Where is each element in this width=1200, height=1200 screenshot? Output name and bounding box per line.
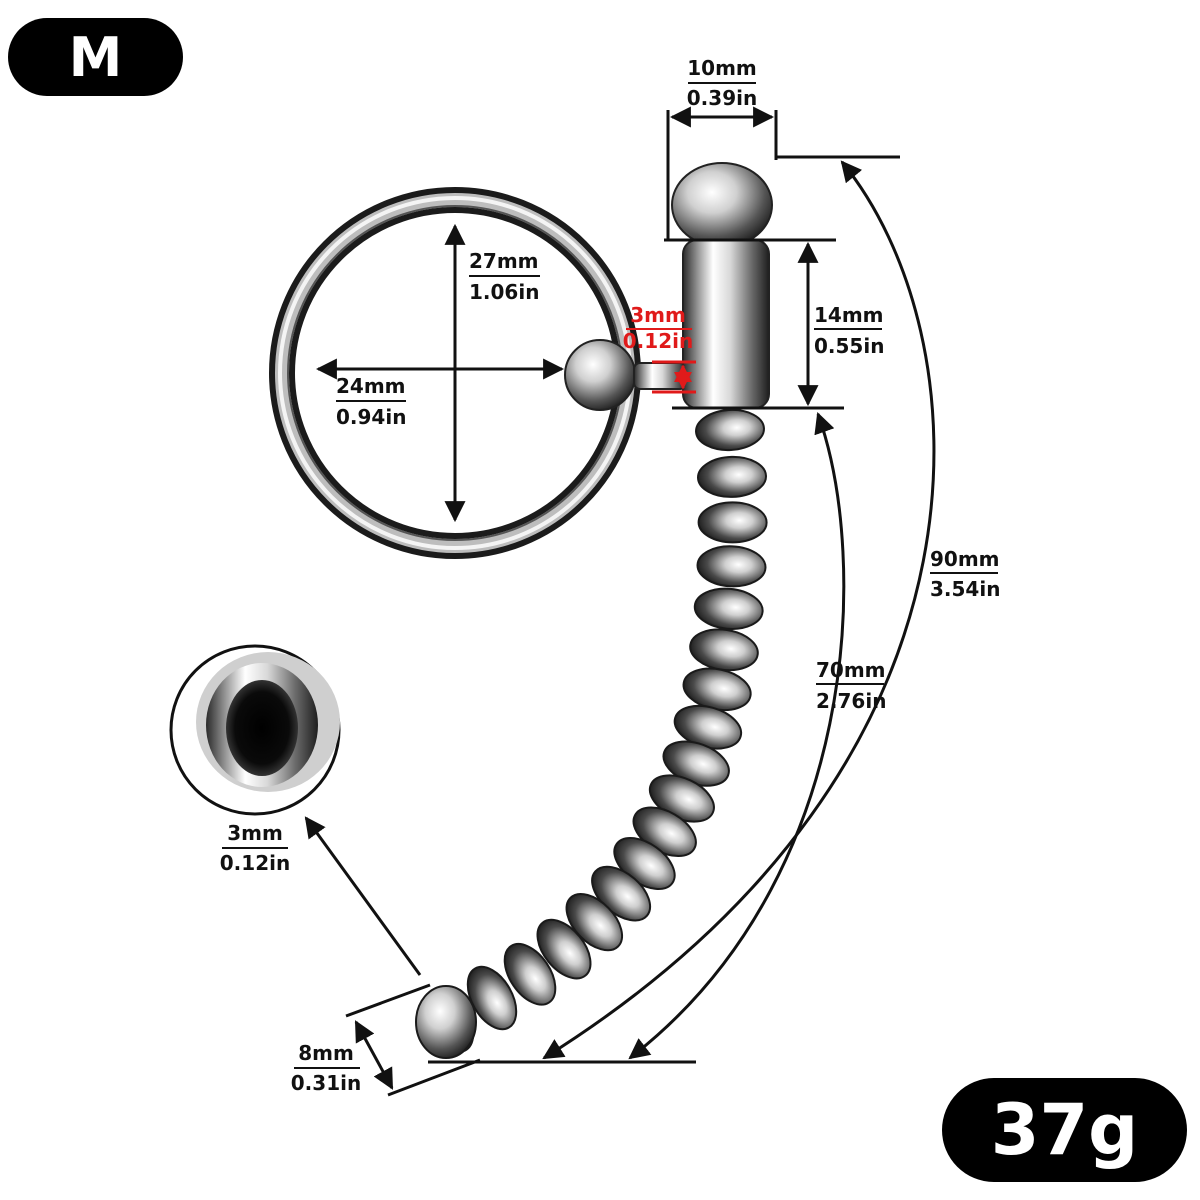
dim-connector: 3mm 0.12in [623,303,693,353]
end-diameter-in: 0.31in [291,1071,361,1095]
bead-length-in: 2.76in [816,689,886,713]
bead [696,545,767,588]
zoom-detail [169,644,341,816]
total-length-mm: 90mm [930,547,1000,571]
hole-diameter-mm: 3mm [227,821,283,845]
dim-hole-diameter: 3mm 0.12in [220,821,290,875]
bead [689,628,759,672]
bead [697,455,767,498]
dim-end-diameter: 8mm 0.31in [291,1041,361,1095]
dim-ring-width: 24mm 0.94in [336,374,406,429]
tip-width-in: 0.39in [687,86,757,110]
bead-length-mm: 70mm [816,658,886,682]
bead [693,587,764,630]
sleeve-length-mm: 14mm [814,303,884,327]
dim-tip-width: 10mm 0.39in [687,56,757,110]
hole [226,680,298,776]
size-badge: M [8,18,183,96]
connector-in: 0.12in [623,329,693,353]
hole-diameter-in: 0.12in [220,851,290,875]
dim-sleeve-length: 14mm 0.55in [814,303,884,358]
dim-ring-height: 27mm 1.06in [469,249,540,304]
sleeve [682,239,770,409]
tip-width-mm: 10mm [687,56,757,80]
connector-stub [633,362,687,390]
tip-ball [671,162,773,248]
connector-mm: 3mm [630,303,686,327]
ring-width-in: 0.94in [336,405,406,429]
weight-badge-label: 37g [990,1089,1139,1171]
dim-bead-length: 70mm 2.76in [816,658,886,713]
end-cap [415,985,477,1059]
dim-total-length: 90mm 3.54in [930,547,1000,601]
bead [697,501,768,544]
size-badge-label: M [68,25,123,89]
end-diameter-mm: 8mm [298,1041,354,1065]
bead [695,408,765,452]
bead-chain [415,408,768,1059]
ring-height-in: 1.06in [469,280,539,304]
weight-badge: 37g [942,1078,1187,1182]
ring-height-mm: 27mm [469,249,539,273]
total-length-in: 3.54in [930,577,1000,601]
ring-width-mm: 24mm [336,374,406,398]
sleeve-length-in: 0.55in [814,334,884,358]
